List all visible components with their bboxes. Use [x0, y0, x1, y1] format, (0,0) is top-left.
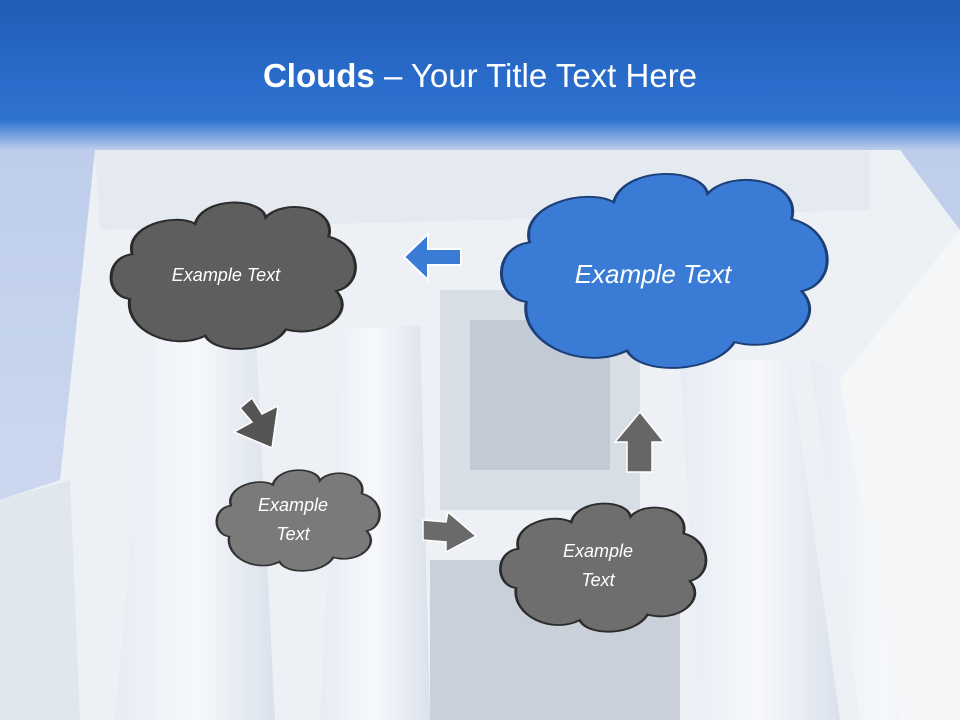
title-dash: –	[374, 57, 411, 94]
cloud-top-right[interactable]: Example Text	[501, 174, 827, 368]
title-rest: Your Title Text Here	[410, 57, 698, 94]
cloud-middle-left-line2: Text	[276, 524, 310, 544]
title-bar	[0, 0, 960, 150]
cloud-bottom-right[interactable]: Example Text	[500, 504, 706, 632]
cloud-top-right-text: Example Text	[575, 259, 733, 289]
cloud-bottom-right-line2: Text	[581, 570, 615, 590]
cloud-bottom-right-line1: Example	[563, 541, 633, 561]
arrow-left-icon	[402, 231, 462, 283]
arrow-right-icon	[422, 510, 478, 554]
cloud-middle-left[interactable]: Example Text	[217, 470, 380, 571]
title-bold: Clouds	[262, 57, 375, 94]
cloud-top-left[interactable]: Example Text	[111, 203, 355, 349]
cloud-top-left-text: Example Text	[172, 265, 281, 285]
slide-title: Clouds – Your Title Text Here	[0, 56, 960, 96]
arrow-up-icon	[613, 410, 666, 473]
cloud-middle-left-line1: Example	[258, 495, 328, 515]
arrow-down-icon	[232, 396, 279, 450]
